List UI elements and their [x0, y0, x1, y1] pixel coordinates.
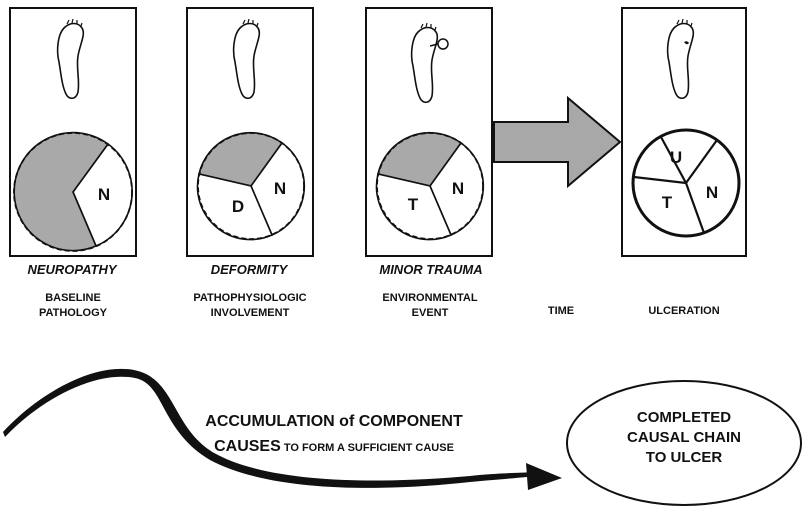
accumulation-line2: CAUSES TO FORM A SUFFICIENT CAUSE	[214, 438, 454, 455]
segment-label-n: N	[452, 179, 464, 198]
caption-ulceration: ULCERATION	[648, 305, 719, 317]
time-arrow	[494, 98, 620, 186]
segment-label-n: N	[274, 179, 286, 198]
segment-label-t: T	[662, 193, 673, 212]
foot-icon	[412, 23, 438, 102]
segment-label-d: D	[232, 197, 244, 216]
accumulation-sufficient: TO FORM A SUFFICIENT CAUSE	[281, 442, 454, 454]
result-line3: TO ULCER	[646, 449, 723, 466]
segment-label-t: T	[408, 195, 419, 214]
foot-icon	[234, 19, 260, 98]
condition-deformity: DEFORMITY	[211, 262, 289, 277]
segment-label-u: U	[670, 148, 682, 167]
segment-label-n: N	[98, 185, 110, 204]
caption-time: TIME	[548, 305, 574, 317]
accumulation-line1: ACCUMULATION of COMPONENT	[205, 413, 463, 430]
pie-deformity: D N	[197, 133, 304, 240]
pie-neuropathy: N	[14, 133, 132, 251]
pie-minor-trauma: T N	[376, 133, 483, 240]
foot-icon	[58, 19, 84, 98]
caption-pathophysiologic: PATHOPHYSIOLOGIC	[193, 292, 306, 304]
trauma-line	[430, 44, 438, 46]
pie-ulceration: U T N	[633, 130, 739, 236]
condition-minor-trauma: MINOR TRAUMA	[379, 262, 482, 277]
accumulation-causes: CAUSES	[214, 438, 281, 455]
caption-environmental: ENVIRONMENTAL	[382, 292, 477, 304]
caption-involvement: INVOLVEMENT	[211, 307, 290, 319]
trauma-object-icon	[438, 39, 448, 49]
caption-pathology: PATHOLOGY	[39, 307, 108, 319]
foot-icon	[668, 19, 694, 98]
result-line1: COMPLETED	[637, 409, 731, 426]
condition-neuropathy: NEUROPATHY	[27, 262, 117, 277]
ulcer-mark-icon	[684, 41, 689, 44]
arrowhead-icon	[526, 463, 562, 490]
caption-event: EVENT	[412, 307, 449, 319]
caption-baseline: BASELINE	[45, 292, 101, 304]
segment-label-n: N	[706, 183, 718, 202]
result-line2: CAUSAL CHAIN	[627, 429, 741, 446]
